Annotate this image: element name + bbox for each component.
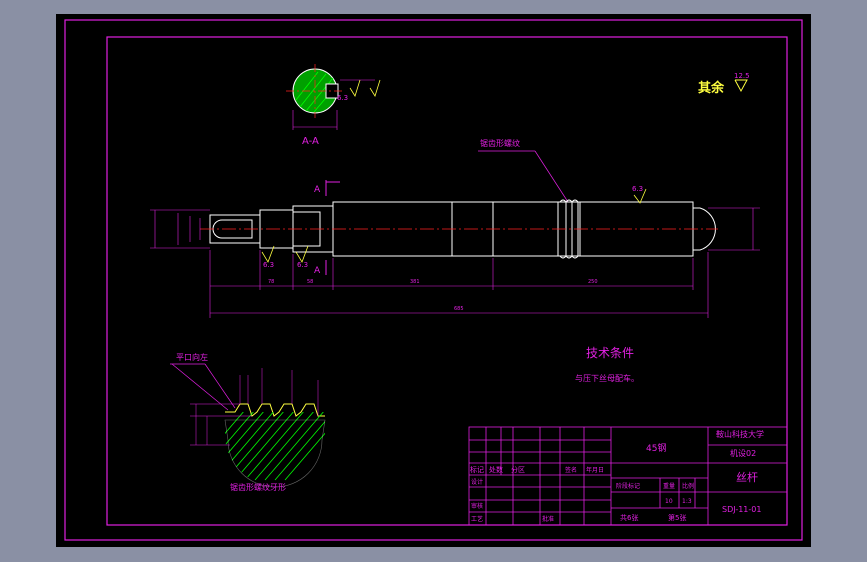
section-label: A-A — [302, 136, 319, 147]
tb-stage-label: 阶段标记 — [616, 482, 640, 490]
section-marker-bottom: A — [314, 266, 321, 276]
roughness-shaft-1: 6.3 — [263, 261, 274, 269]
tb-design-label: 设计 — [471, 478, 483, 486]
dim-mid: 381 — [410, 279, 420, 285]
title-block — [468, 426, 788, 526]
tb-part-name: 丝杆 — [736, 470, 758, 484]
tb-row-label-3: 分区 — [511, 465, 525, 474]
tb-class: 机设02 — [730, 448, 756, 458]
roughness-other-value: 12.5 — [734, 72, 750, 80]
tb-sheet-total: 共6张 — [620, 513, 638, 522]
tb-sheet-no: 第5张 — [668, 513, 686, 522]
dim-right: 250 — [588, 279, 598, 285]
roughness-other-label: 其余 — [698, 80, 725, 96]
shaft-roughness-marks: 6.3 6.3 6.3 — [261, 185, 647, 269]
tech-req-text: 与压下丝母配车。 — [575, 373, 639, 383]
dim-overall: 685 — [454, 306, 464, 312]
tb-ratio-label: 比例 — [682, 482, 694, 490]
outer-frame — [64, 19, 803, 541]
canvas-background — [56, 14, 811, 547]
tb-row-label-5: 年月日 — [586, 466, 604, 474]
thread-profile-detail: 平口向左 — [170, 352, 326, 492]
callout-thread-label: 锯齿形螺纹 — [480, 138, 520, 148]
roughness-other-symbol — [734, 79, 748, 93]
tb-drawing-no: SDJ-11-01 — [722, 505, 761, 514]
tb-row-label-4: 签名 — [565, 466, 577, 474]
tb-approve-label: 批准 — [542, 515, 554, 523]
tb-row-label-2: 处数 — [489, 465, 503, 474]
section-marker-top: A — [314, 185, 321, 195]
tb-qty: 10 — [665, 498, 673, 505]
tb-process-label: 工艺 — [471, 515, 483, 523]
detail-caption: 锯齿形螺纹牙形 — [230, 482, 286, 492]
diameter-dimensions — [150, 207, 760, 251]
tech-req-title: 技术条件 — [586, 346, 634, 360]
tb-material: 45钢 — [646, 442, 666, 454]
dim-left-a: 78 — [268, 279, 274, 285]
tb-scale: 1:3 — [682, 498, 692, 505]
callout-flat-label: 平口向左 — [176, 352, 208, 362]
roughness-shaft-3: 6.3 — [632, 185, 643, 193]
roughness-shaft-2: 6.3 — [297, 261, 308, 269]
roughness-aa-1: 6.3 — [337, 94, 348, 102]
tb-row-label-1: 标记 — [470, 465, 484, 474]
length-dimensions — [209, 250, 709, 318]
section-view-a-a: 6.3 A-A — [286, 64, 381, 147]
inner-frame — [106, 36, 788, 526]
tb-review-label: 审核 — [471, 502, 483, 510]
tb-school: 鞍山科技大学 — [716, 429, 764, 439]
section-markers: A A — [314, 180, 340, 276]
dim-left-b: 58 — [307, 279, 313, 285]
tb-weight-label: 重量 — [663, 482, 675, 490]
